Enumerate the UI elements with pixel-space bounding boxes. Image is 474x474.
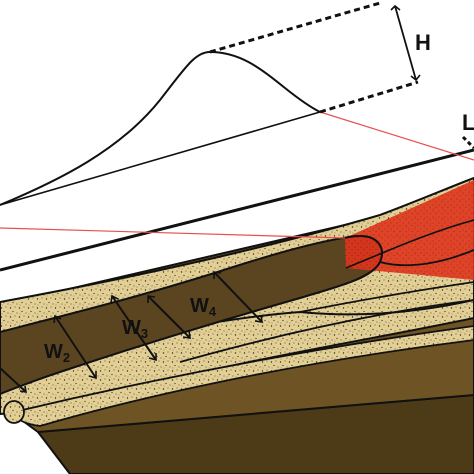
label-w4-sub: 4 bbox=[209, 304, 217, 319]
h-arrow-head-bottom bbox=[410, 74, 421, 82]
label-w4-main: W bbox=[190, 295, 209, 317]
h-arrow-head-top bbox=[390, 4, 401, 11]
label-h: H bbox=[415, 30, 431, 55]
layer-line-4 bbox=[345, 219, 474, 269]
layer-line-3 bbox=[179, 299, 474, 363]
h-arrow bbox=[394, 5, 417, 81]
label-l: L bbox=[462, 110, 474, 135]
red-projection-2 bbox=[319, 111, 474, 161]
l-dashed-marker bbox=[461, 135, 474, 150]
h-dashed-top bbox=[209, 1, 381, 54]
label-w3: W3 bbox=[122, 317, 148, 341]
label-w2-main: W bbox=[44, 341, 63, 363]
label-w4: W4 bbox=[190, 295, 217, 319]
width-arrow-w1 bbox=[0, 367, 27, 393]
width-arrow-w3 bbox=[110, 294, 157, 362]
sand-tip bbox=[3, 400, 25, 424]
label-w3-sub: 3 bbox=[141, 326, 148, 341]
axis-line-thick bbox=[0, 148, 474, 272]
sand-strip-front bbox=[12, 325, 474, 427]
label-w3-main: W bbox=[122, 317, 141, 339]
label-w2-sub: 2 bbox=[63, 350, 70, 365]
height-profile-curve bbox=[0, 50, 321, 206]
layer-line-1 bbox=[379, 249, 474, 267]
red-projection-1 bbox=[0, 227, 346, 239]
width-arrow-w4 bbox=[213, 271, 263, 323]
label-w2: W2 bbox=[44, 341, 70, 365]
h-dashed-bottom bbox=[319, 80, 419, 114]
width-arrow-w2 bbox=[53, 314, 97, 380]
channel-tip-outline bbox=[299, 234, 383, 299]
axis-line-thin bbox=[0, 111, 321, 206]
layer-line-2 bbox=[299, 281, 474, 313]
width-arrow-w3b bbox=[147, 295, 191, 339]
